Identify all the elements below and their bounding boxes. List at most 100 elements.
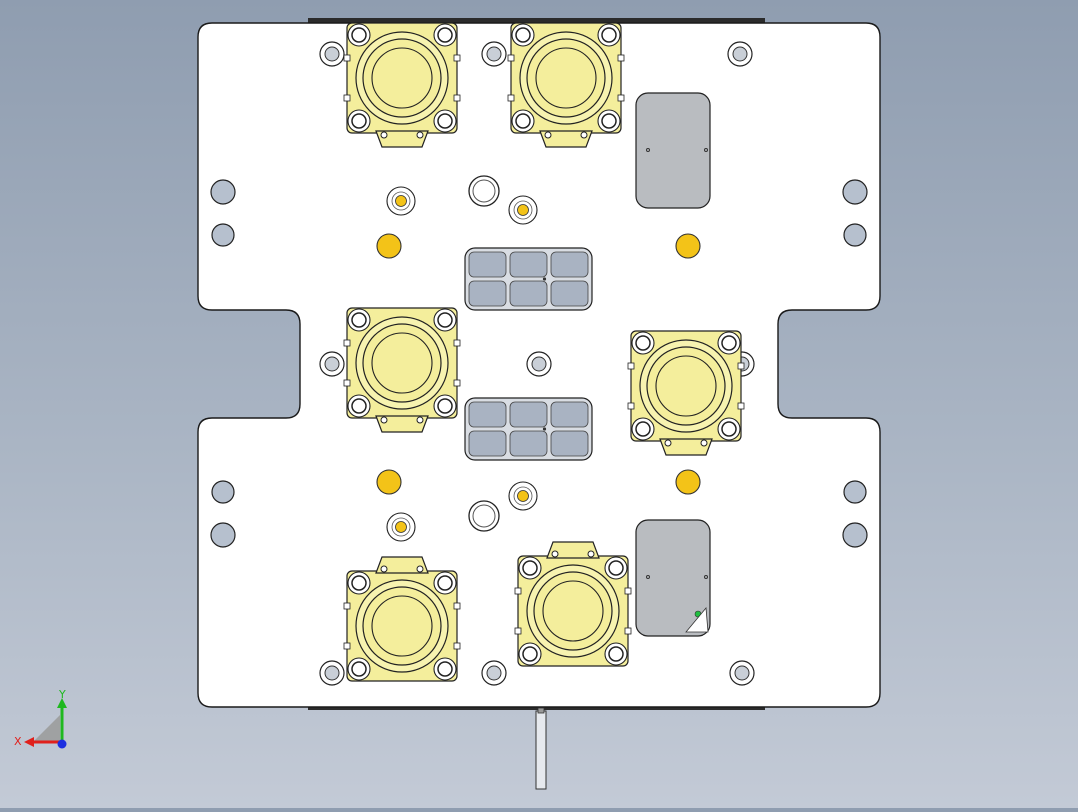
triad-x-arrow: [24, 737, 34, 747]
locating-pin: [395, 195, 407, 207]
bolt-head: [515, 27, 531, 43]
flange-slot: [617, 94, 625, 102]
flange-slot: [507, 54, 515, 62]
edge-hole: [211, 480, 235, 504]
flange-slot: [453, 642, 461, 650]
pocket-cell: [550, 280, 589, 307]
flange-slot: [343, 94, 351, 102]
bolt-head: [351, 27, 367, 43]
flange-slot: [343, 339, 351, 347]
air-cylinder: [343, 307, 461, 433]
locating-pin: [517, 490, 529, 502]
flange-slot: [453, 94, 461, 102]
bolt-head: [635, 421, 651, 437]
tab-notch: [580, 131, 588, 139]
edge-hole: [210, 522, 236, 548]
shaft-collar: [537, 707, 545, 714]
bolt-head: [721, 421, 737, 437]
bolt-head: [437, 27, 453, 43]
tab-notch: [380, 416, 388, 424]
side-pocket: [635, 92, 711, 209]
flange-slot: [343, 379, 351, 387]
pocket-cell: [550, 430, 589, 457]
cylinder-rod: [371, 47, 433, 109]
edge-hole: [843, 480, 867, 504]
bolt-head: [437, 113, 453, 129]
pocket-mark: [704, 148, 708, 152]
tab-notch: [416, 416, 424, 424]
flange-slot: [453, 602, 461, 610]
shaft: [535, 710, 547, 790]
bolt-head: [515, 113, 531, 129]
locating-pin: [675, 233, 701, 259]
counterbore-inner: [324, 356, 340, 372]
tab-notch: [380, 565, 388, 573]
locating-pin: [517, 204, 529, 216]
triad-plane: [34, 715, 60, 741]
triad-y-label: Y: [58, 688, 66, 701]
bolt-head: [351, 575, 367, 591]
pocket-cell: [550, 251, 589, 278]
pocket-cell: [509, 280, 548, 307]
pocket-mark: [704, 575, 708, 579]
flange-slot: [343, 54, 351, 62]
bolt-head: [601, 113, 617, 129]
tab-notch: [544, 131, 552, 139]
pocket-insert: [685, 606, 709, 633]
counterbore-inner: [486, 665, 502, 681]
cylinder-rod: [371, 595, 433, 657]
air-cylinders: [343, 22, 745, 682]
bolt-head: [437, 312, 453, 328]
locating-pin: [675, 469, 701, 495]
flange-slot: [507, 94, 515, 102]
flange-slot: [624, 627, 632, 635]
cylinder-rod: [542, 580, 604, 642]
locating-pin: [376, 233, 402, 259]
bolt-head: [437, 398, 453, 414]
bolt-head: [522, 560, 538, 576]
counterbore-inner: [324, 46, 340, 62]
flange-slot: [453, 379, 461, 387]
bolt-head: [601, 27, 617, 43]
flange-slot: [514, 587, 522, 595]
large-hole-inner: [472, 179, 496, 203]
cylinder-tab: [659, 438, 713, 456]
large-hole-inner: [472, 504, 496, 528]
cylinder-tab: [375, 415, 429, 433]
coordinate-triad: Y X: [14, 688, 67, 749]
tab-notch: [416, 565, 424, 573]
flange-slot: [737, 362, 745, 370]
bolt-head: [437, 575, 453, 591]
pocket-mark: [646, 148, 650, 152]
locating-pins: [376, 186, 701, 542]
tab-notch: [416, 131, 424, 139]
pocket-cell: [468, 251, 507, 278]
flange-slot: [514, 627, 522, 635]
pocket-mark: [542, 277, 547, 281]
cylinder-rod: [371, 332, 433, 394]
counterbore-inner: [732, 46, 748, 62]
bolt-head: [608, 646, 624, 662]
relief-pockets: [464, 92, 711, 637]
pocket-cell: [468, 280, 507, 307]
pocket-cell: [509, 430, 548, 457]
bolt-head: [437, 661, 453, 677]
tab-notch: [587, 550, 595, 558]
triad-z-axis: [57, 739, 67, 749]
edge-hole: [843, 223, 867, 247]
tab-notch: [380, 131, 388, 139]
counterbore-inner: [734, 665, 750, 681]
locating-pin: [376, 469, 402, 495]
cylinder-tab: [539, 130, 593, 148]
counterbore-inner: [324, 665, 340, 681]
bolt-head: [351, 113, 367, 129]
bolt-head: [351, 398, 367, 414]
counterbore-inner: [486, 46, 502, 62]
bolt-head: [635, 335, 651, 351]
cylinder-rod: [535, 47, 597, 109]
flange-slot: [624, 587, 632, 595]
edge-hole: [842, 522, 868, 548]
flange-slot: [453, 339, 461, 347]
counterbore-inner: [531, 356, 547, 372]
